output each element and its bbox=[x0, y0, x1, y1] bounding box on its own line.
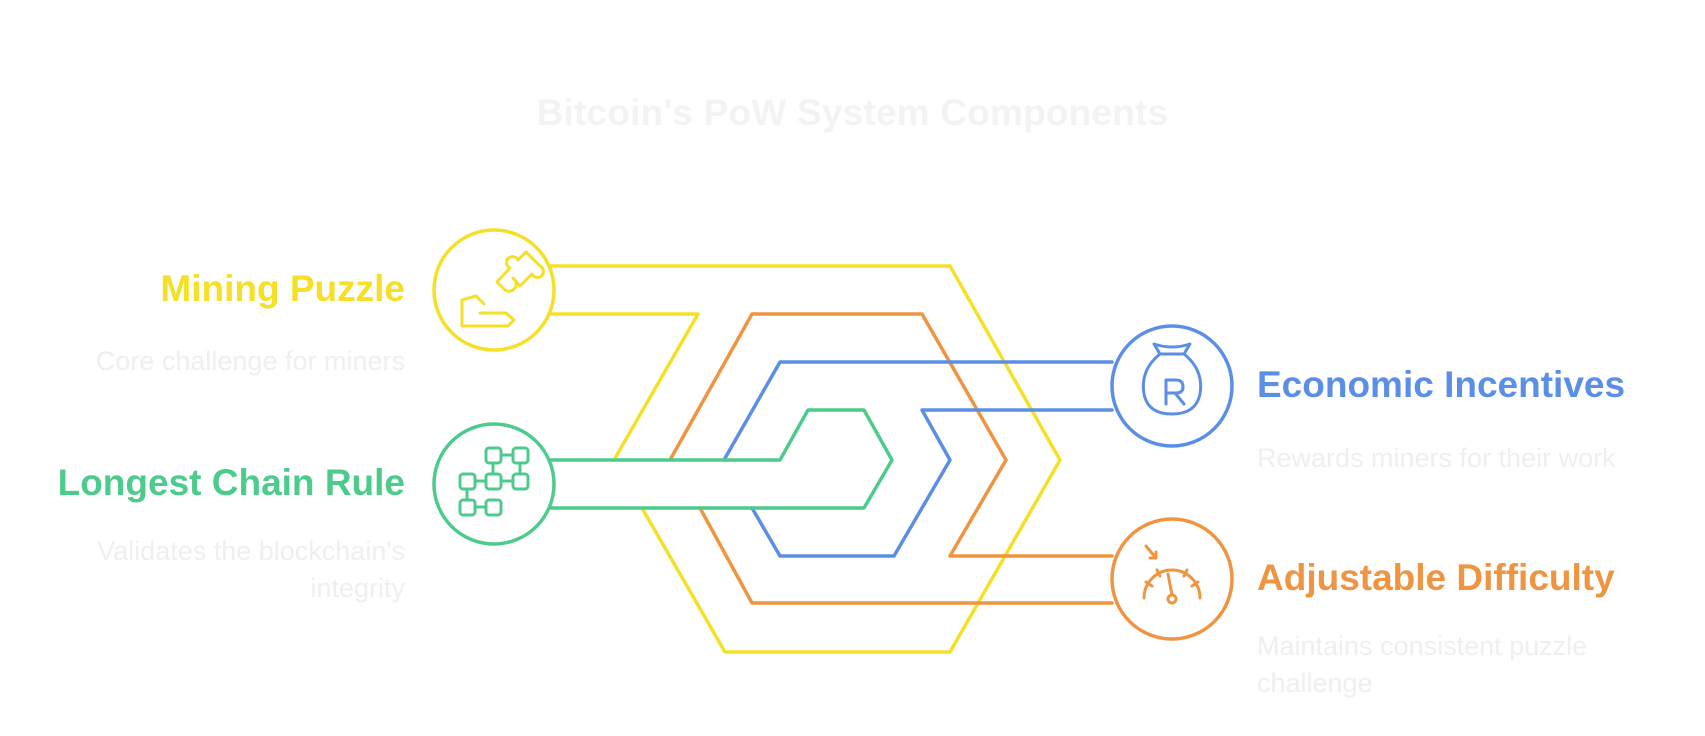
adjustable-difficulty-label: Adjustable Difficulty bbox=[1257, 557, 1615, 598]
longest-chain-label: Longest Chain Rule bbox=[57, 462, 405, 503]
economic-incentives-description: Rewards miners for their work bbox=[1257, 443, 1616, 473]
mining-puzzle-label: Mining Puzzle bbox=[160, 268, 405, 309]
gauge-icon bbox=[1142, 544, 1202, 605]
economic-incentives-band bbox=[722, 324, 1234, 558]
adjustable-difficulty-description: Maintains consistent puzzle challenge bbox=[1257, 631, 1588, 698]
longest-chain-description: Validates the blockchain's integrity bbox=[97, 536, 405, 603]
economic-incentives-label: Economic Incentives bbox=[1257, 364, 1626, 405]
money-bag-icon bbox=[1141, 342, 1203, 416]
adjustable-difficulty-band bbox=[668, 312, 1234, 641]
longest-chain-band bbox=[432, 408, 894, 546]
mining-puzzle-description: Core challenge for miners bbox=[95, 346, 405, 376]
puzzle-hand-icon bbox=[460, 250, 545, 328]
block-network-icon bbox=[458, 446, 530, 517]
page-title: Bitcoin's PoW System Components bbox=[536, 92, 1169, 133]
